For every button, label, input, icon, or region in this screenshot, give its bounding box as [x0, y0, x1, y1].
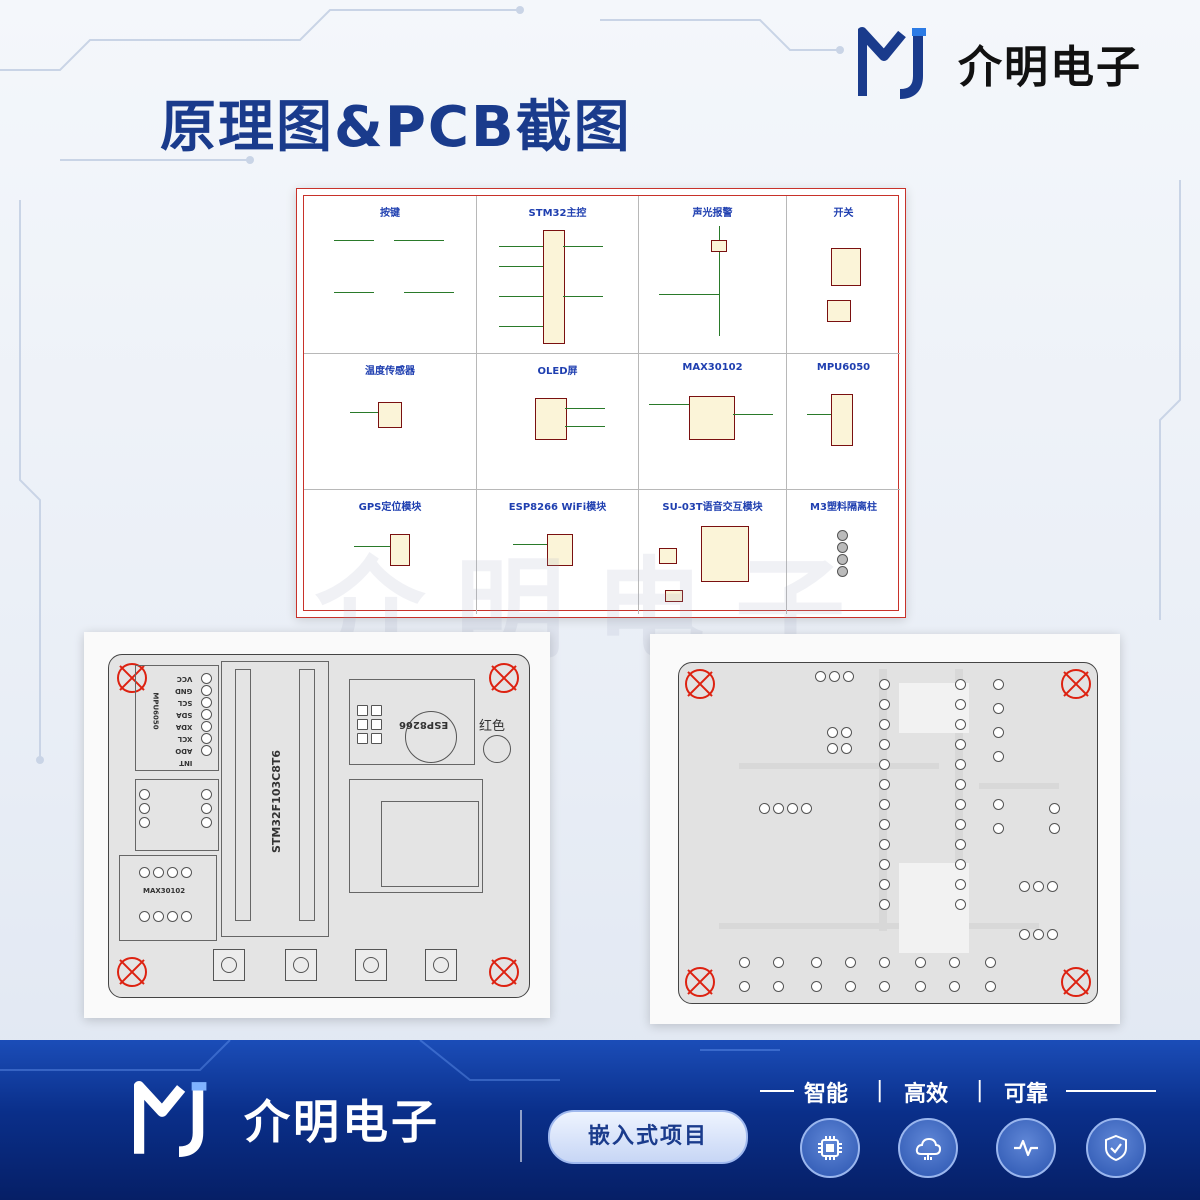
mounting-hole-mark	[117, 957, 147, 987]
schematic-cell-temp: 温度传感器	[304, 354, 477, 490]
button-sw3	[355, 949, 387, 981]
schematic-cell-mpu6050: MPU6050	[787, 354, 900, 490]
mounting-hole-mark	[117, 663, 147, 693]
section-title: 按键	[380, 208, 400, 219]
footer-logo-icon	[134, 1081, 207, 1157]
brand-logo-icon	[858, 27, 926, 99]
schematic-cell-max30102: MAX30102	[639, 354, 787, 490]
tag-item: 可靠	[1004, 1082, 1049, 1107]
esp8266-footprint	[349, 679, 475, 765]
stm32-label: STM32F103C8T6	[270, 749, 284, 854]
schematic-panel: 按键 STM32主控 声光报警 开关 温度传感器	[296, 188, 906, 618]
schematic-cell-su03t: SU-03T语音交互模块	[639, 490, 787, 614]
mounting-hole-mark	[489, 957, 519, 987]
section-title: GPS定位模块	[358, 502, 422, 513]
led-color-label: 红色	[479, 719, 506, 734]
button-sw2	[285, 949, 317, 981]
chip-icon	[800, 1118, 860, 1178]
button-sw1	[213, 949, 245, 981]
schematic-cell-buttons: 按键	[304, 196, 477, 354]
section-title: 声光报警	[692, 208, 733, 219]
shield-icon	[1086, 1118, 1146, 1178]
section-title: M3塑料隔离柱	[810, 502, 877, 513]
button-sw4	[425, 949, 457, 981]
schematic-cell-gps: GPS定位模块	[304, 490, 477, 614]
footer-tags: 智能 | 高效 | 可靠	[760, 1076, 1180, 1107]
cloud-icon	[898, 1118, 958, 1178]
schematic-cell-stm32: STM32主控	[477, 196, 639, 354]
tag-item: 高效	[904, 1082, 949, 1107]
brand-name: 介明电子	[958, 42, 1142, 93]
pcb-bottom-layer-panel	[650, 634, 1120, 1024]
mounting-hole-mark	[685, 967, 715, 997]
su03t-module	[381, 801, 479, 887]
mounting-hole-mark	[1061, 669, 1091, 699]
schematic-cell-switch: 开关	[787, 196, 900, 354]
footer-divider	[520, 1110, 522, 1162]
section-title: MPU6050	[816, 362, 871, 373]
section-title: 温度传感器	[365, 366, 415, 377]
schematic-cell-oled: OLED屏	[477, 354, 639, 490]
mounting-hole-mark	[489, 663, 519, 693]
schematic-cell-alarm: 声光报警	[639, 196, 787, 354]
mpu-label: MPU6050	[151, 692, 160, 730]
su03t-footprint	[349, 779, 483, 893]
section-title: 开关	[833, 208, 854, 219]
mounting-hole-mark	[685, 669, 715, 699]
max-label: MAX30102	[143, 887, 186, 895]
esp-label: ESP8266	[399, 719, 449, 730]
schematic-cell-esp8266: ESP8266 WiFi模块	[477, 490, 639, 614]
schematic-cell-standoffs: M3塑料隔离柱	[787, 490, 900, 614]
section-title: SU-03T语音交互模块	[662, 502, 763, 513]
page-title: 原理图&PCB截图	[160, 95, 632, 160]
footer-brand-name: 介明电子	[244, 1095, 440, 1149]
stm32-pin-row-right	[299, 669, 315, 921]
section-title: ESP8266 WiFi模块	[508, 502, 607, 513]
gps-footprint	[135, 779, 219, 851]
brand-header: 介明电子	[858, 18, 1188, 108]
pcb-board-bottom	[678, 662, 1098, 1004]
led-footprint	[483, 735, 511, 763]
stm32-pin-row-left	[235, 669, 251, 921]
max30102-footprint	[119, 855, 217, 941]
pulse-icon	[996, 1118, 1056, 1178]
tag-item: 智能	[804, 1082, 849, 1107]
mpu6050-footprint	[135, 665, 219, 771]
section-title: STM32主控	[528, 208, 587, 219]
stm32-footprint	[221, 661, 329, 937]
mounting-hole-mark	[1061, 967, 1091, 997]
footer-brand: 介明电子	[134, 1080, 440, 1158]
category-pill: 嵌入式项目	[548, 1110, 748, 1164]
section-title: OLED屏	[537, 366, 578, 377]
section-title: MAX30102	[682, 362, 743, 373]
buzzer-footprint	[405, 711, 457, 763]
